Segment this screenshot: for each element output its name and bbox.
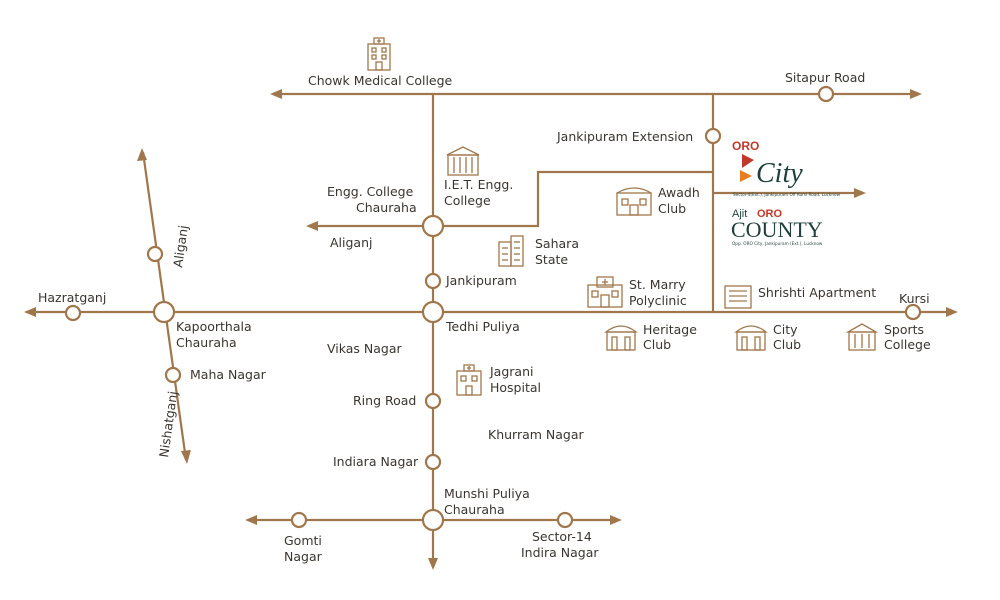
label-iet-2: College [444,193,491,208]
node-sitapur-road [817,85,835,103]
clinic-icon [587,276,623,308]
node-munshi-puliya [421,508,445,532]
label-engg-college-1: Engg. College [327,184,414,199]
oro-city-logo-word: ORO [732,139,759,153]
node-maha-nagar [164,366,182,384]
label-kursi: Kursi [899,291,930,306]
arrow-left-aliganj [306,221,318,231]
hospital-icon [367,37,391,71]
label-tedhi-puliya: Tedhi Puliya [445,319,520,334]
label-st-marry-1: St. Marry [629,277,686,292]
label-shrishti-apartment: Shrishti Apartment [758,285,876,300]
label-gomti-2: Nagar [284,549,323,564]
label-jagrani-2: Hospital [490,380,541,395]
heritage-club-icon [604,325,638,351]
sports-college-icon [845,323,879,351]
college-icon [446,146,480,176]
label-awadh-2: Club [658,201,686,216]
label-sports-2: College [884,337,931,352]
label-city-club-2: Club [773,337,801,352]
arrow-left-hazratganj [24,307,36,317]
node-aliganj-diagonal [146,245,164,263]
label-kapoorthala-1: Kapoorthala [176,319,252,334]
label-sports-1: Sports [884,322,924,337]
label-chowk-medical-college: Chowk Medical College [308,73,453,88]
road-jankipuram-connector [433,170,713,228]
label-sitapur-road: Sitapur Road [785,70,865,85]
label-ring-road: Ring Road [353,393,416,408]
arrow-left-gomti [245,515,257,525]
city-club-icon [734,325,768,351]
arrow-down-main [428,558,438,570]
oro-city-mark-icon [742,154,754,168]
arrow-up-aliganj-diagonal [137,148,147,161]
label-munshi-2: Chauraha [444,502,505,517]
label-awadh-1: Awadh [658,185,700,200]
node-gomti-nagar [290,511,308,529]
arrow-right-sector [610,515,622,525]
oro-city-address: Sector-4(Ext.), Jankipuram Off Kursi Roa… [733,192,841,197]
label-indiara-nagar: Indiara Nagar [333,454,419,469]
label-sector-1: Sector-14 [532,529,592,544]
arrow-right-oro [854,188,866,198]
label-heritage-1: Heritage [643,322,697,337]
arrow-left-chowk [270,89,282,99]
label-sector-2: Indira Nagar [521,545,599,560]
arrow-right-kursi [946,307,958,317]
label-gomti-1: Gomti [284,533,322,548]
node-kursi [904,303,922,321]
arrow-down-nishatganj [181,450,191,464]
node-jankipuram [424,272,442,290]
label-city-club-1: City [773,322,798,337]
arrow-right-sitapur [910,89,922,99]
place-labels: Chowk Medical College Sitapur Road Janki… [38,70,931,564]
node-kapoorthala-chauraha [152,300,176,324]
apartment-icon [498,235,524,267]
node-ring-road [424,392,442,410]
oro-city-mark-icon-2 [740,170,752,182]
label-vikas-nagar: Vikas Nagar [327,341,403,356]
oro-county-logo-word: ORO [757,208,783,220]
label-jankipuram-extension: Jankipuram Extension [556,129,693,144]
label-aliganj: Aliganj [330,235,373,250]
oro-city-logo: ORO City Sector-4(Ext.), Jankipuram Off … [732,139,841,197]
label-st-marry-2: Polyclinic [629,293,687,308]
label-iet-1: I.E.T. Engg. [444,177,513,192]
node-indiara-nagar [424,453,442,471]
node-hazratganj [64,304,82,322]
junction-nodes [64,85,922,532]
node-engg-college-chauraha [421,214,445,238]
oro-county-name: COUNTY [731,217,823,242]
oro-county-address: Opp. ORO City, Jankipuram (Ext.), Luckno… [732,241,823,246]
oro-county-logo: Ajit ORO COUNTY Opp. ORO City, Jankipura… [731,208,823,246]
label-aliganj-vertical: Aliganj [170,224,191,268]
node-jankipuram-extension [704,127,722,145]
oro-city-name: City [756,158,803,189]
node-tedhi-puliya [421,300,445,324]
label-munshi-1: Munshi Puliya [444,486,530,501]
label-jagrani-1: Jagrani [489,364,533,379]
arrow-heads [24,89,958,570]
apartment-icon-shrishti [724,285,752,309]
label-engg-college-2: Chauraha [356,200,417,215]
label-kapoorthala-2: Chauraha [176,335,237,350]
label-heritage-2: Club [643,337,671,352]
label-sahara-1: Sahara [535,236,579,251]
club-icon [616,187,652,216]
label-sahara-2: State [535,252,568,267]
node-sector-14 [556,511,574,529]
label-maha-nagar: Maha Nagar [190,367,267,382]
label-khurram-nagar: Khurram Nagar [488,427,585,442]
hospital-icon-jagrani [456,364,482,396]
label-jankipuram: Jankipuram [445,273,517,288]
ajit-word: Ajit [732,208,747,220]
label-nishatganj-vertical: Nishatganj [156,390,180,458]
label-hazratganj: Hazratganj [38,290,106,305]
